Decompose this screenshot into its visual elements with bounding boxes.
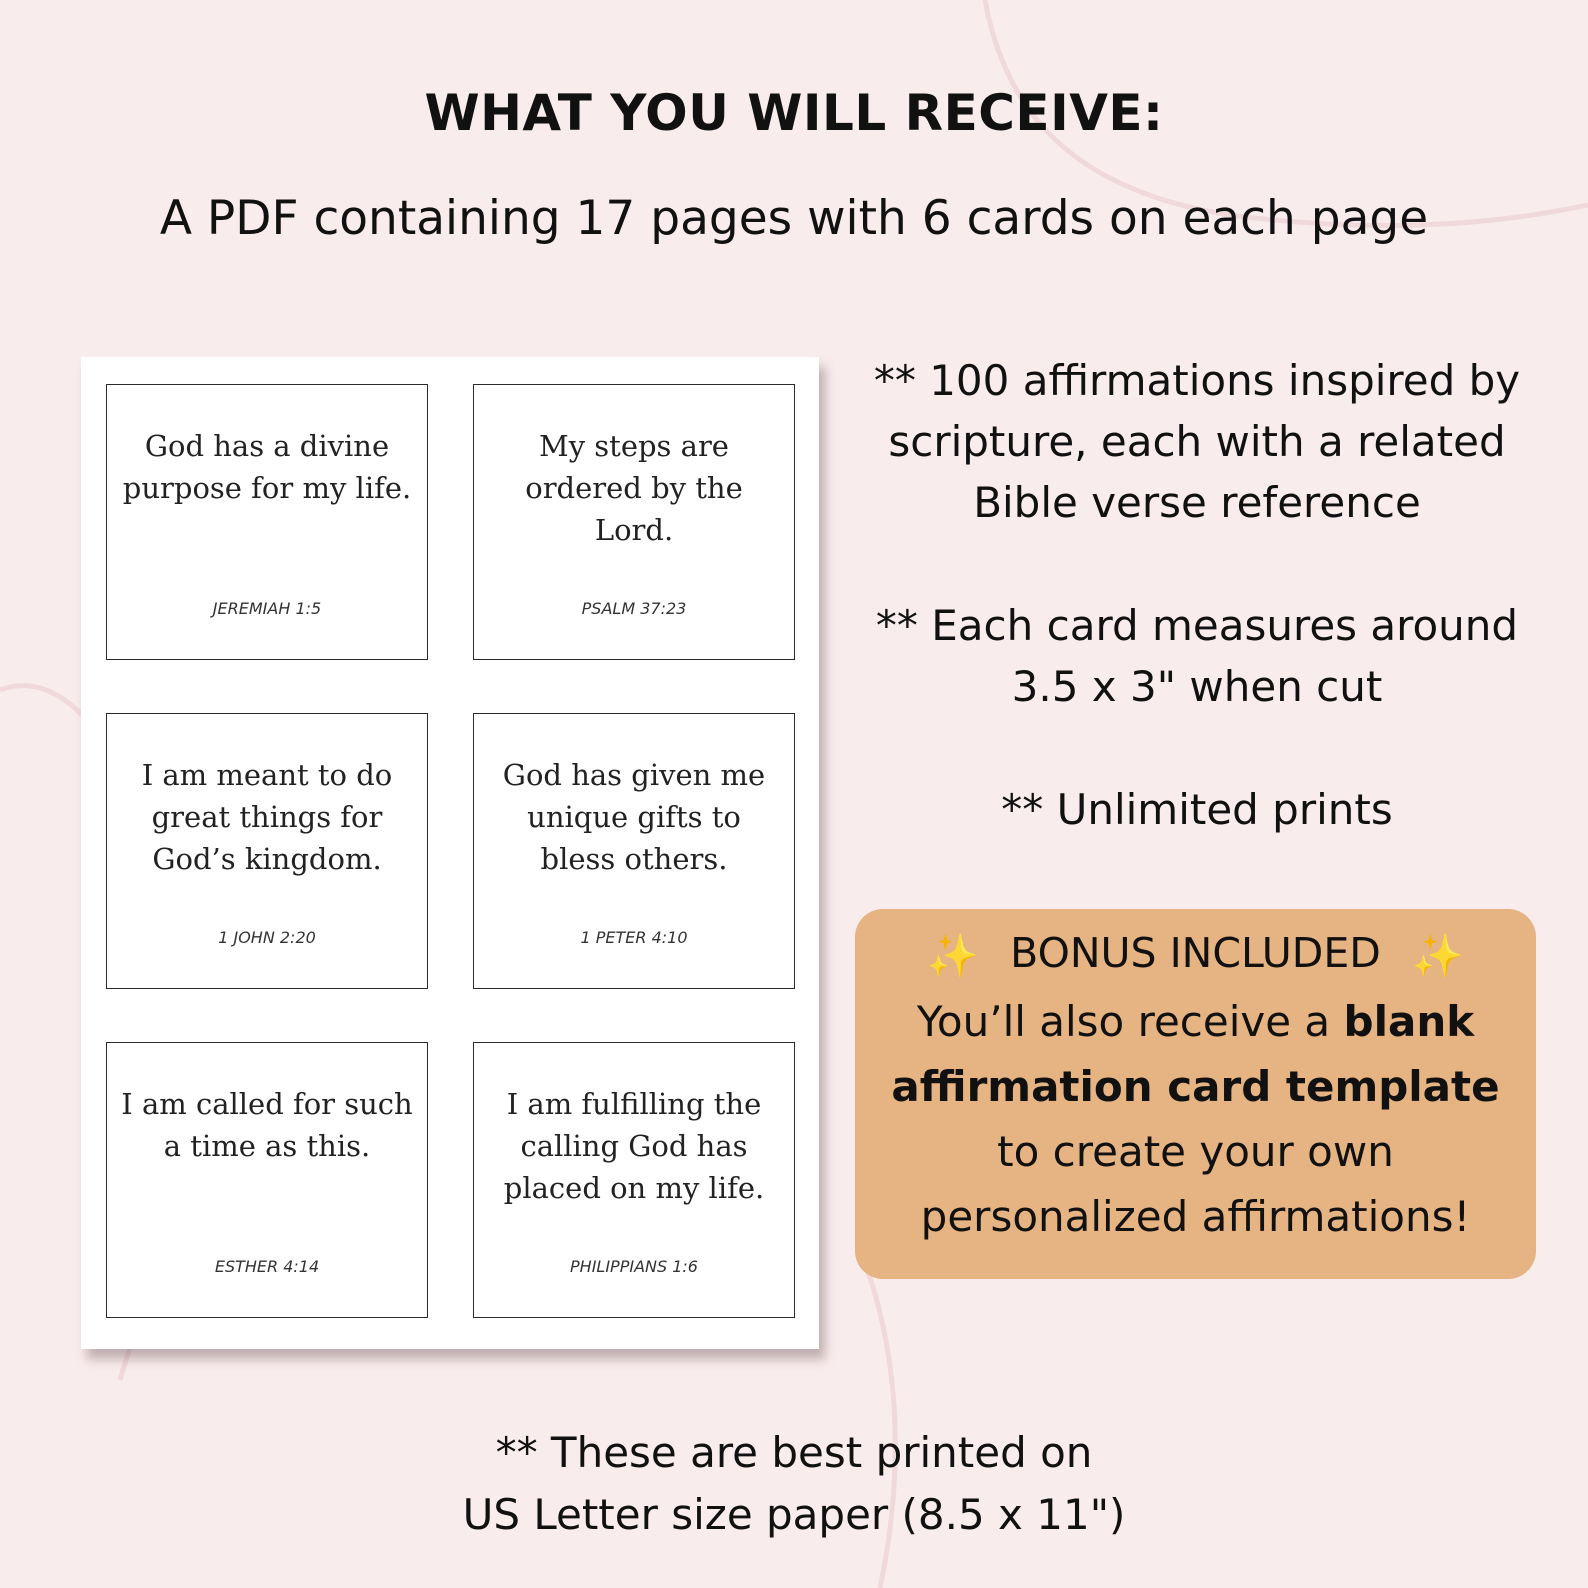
verse-reference: 1 JOHN 2:20 [218,928,316,947]
sparkles-icon: ✨ [926,931,980,980]
verse-reference: ESTHER 4:14 [214,1257,320,1276]
print-note-line-2: US Letter size paper (8.5 x 11") [462,1490,1126,1539]
bonus-heading: BONUS INCLUDED [1010,929,1381,977]
printable-sheet-preview: God has a divine purpose for my life. JE… [81,357,819,1349]
bonus-text-highlight: blank affirmation card template [891,997,1500,1111]
affirmation-text: I am fulfilling the calling God has plac… [503,1087,765,1205]
affirmation-text: God has a divine purpose for my life. [122,429,412,505]
verse-reference: PHILIPPIANS 1:6 [570,1257,698,1276]
affirmation-card: I am fulfilling the calling God has plac… [473,1042,795,1318]
bonus-text-outro: to create your own personalized affirmat… [920,1127,1471,1241]
bonus-box: ✨ BONUS INCLUDED ✨ You’ll also receive a… [855,909,1536,1279]
affirmation-card: I am meant to do great things for God’s … [106,713,428,989]
feature-item-affirmations: ** 100 affirmations inspired by scriptur… [873,356,1521,527]
affirmation-card: God has a divine purpose for my life. JE… [106,384,428,660]
bonus-text-intro: You’ll also receive a [916,997,1331,1046]
affirmation-text: I am meant to do great things for God’s … [141,758,393,876]
bonus-heading-row: ✨ BONUS INCLUDED ✨ [855,923,1536,986]
affirmation-text: I am called for such a time as this. [121,1087,413,1163]
feature-list: ** 100 affirmations inspired by scriptur… [864,350,1530,902]
print-note: ** These are best printed on US Letter s… [0,1422,1588,1546]
verse-reference: 1 PETER 4:10 [580,928,688,947]
sparkles-icon: ✨ [1411,931,1465,980]
affirmation-text: God has given me unique gifts to bless o… [502,758,766,876]
affirmation-card: My steps are ordered by the Lord. PSALM … [473,384,795,660]
print-note-line-1: ** These are best printed on [495,1428,1093,1477]
verse-reference: JEREMIAH 1:5 [212,599,322,618]
page-title: WHAT YOU WILL RECEIVE: [424,84,1164,142]
bonus-description: You’ll also receive a blank affirmation … [875,989,1516,1249]
affirmation-card: God has given me unique gifts to bless o… [473,713,795,989]
feature-item-unlimited-prints: ** Unlimited prints [1001,785,1393,834]
feature-item-card-size: ** Each card measures around 3.5 x 3" wh… [875,601,1519,711]
page-subtitle: A PDF containing 17 pages with 6 cards o… [159,191,1429,246]
affirmation-text: My steps are ordered by the Lord. [525,429,743,547]
verse-reference: PSALM 37:23 [581,599,687,618]
affirmation-card: I am called for such a time as this. EST… [106,1042,428,1318]
